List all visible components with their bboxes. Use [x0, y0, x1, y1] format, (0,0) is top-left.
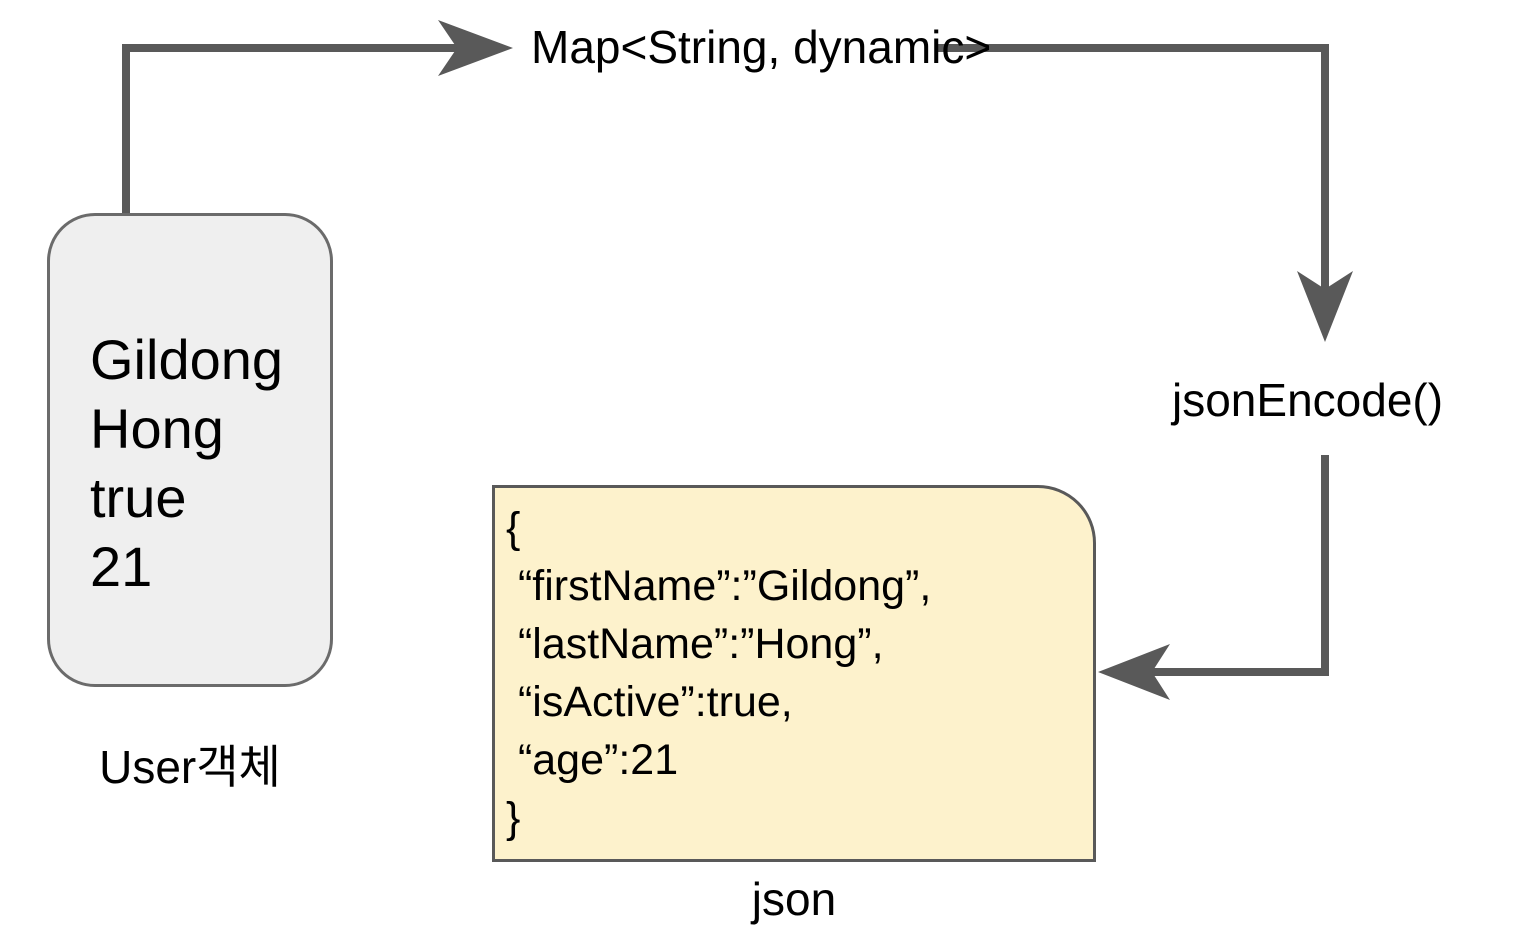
- json-line-open-brace: {: [506, 504, 521, 552]
- user-object-age: 21: [90, 535, 153, 598]
- arrow-map-to-encode-shaft: [935, 44, 1329, 290]
- arrowhead-right-icon: [438, 20, 513, 76]
- json-line-first-name: “firstName”:”Gildong”,: [506, 562, 932, 610]
- arrow-encode-to-json-shaft: [1152, 455, 1329, 676]
- json-line-is-active: “isActive”:true,: [506, 678, 793, 726]
- json-encode-label: jsonEncode(): [1172, 374, 1444, 426]
- json-box: { “firstName”:”Gildong”, “lastName”:”Hon…: [492, 485, 1096, 862]
- json-line-close-brace: }: [506, 794, 521, 842]
- user-box-caption: User객체: [99, 741, 281, 793]
- user-object-first-name: Gildong: [90, 328, 284, 391]
- user-object-is-active: true: [90, 466, 187, 529]
- arrowhead-down-icon: [1297, 271, 1353, 342]
- json-line-age: “age”:21: [506, 736, 679, 784]
- json-box-caption: json: [751, 873, 837, 925]
- arrow-user-to-map-shaft: [122, 44, 457, 216]
- user-object-last-name: Hong: [90, 397, 224, 460]
- map-type-label: Map<String, dynamic>: [531, 21, 992, 73]
- arrowhead-left-icon: [1098, 644, 1170, 700]
- json-line-last-name: “lastName”:”Hong”,: [506, 620, 884, 668]
- user-object-box: Gildong Hong true 21: [47, 213, 333, 687]
